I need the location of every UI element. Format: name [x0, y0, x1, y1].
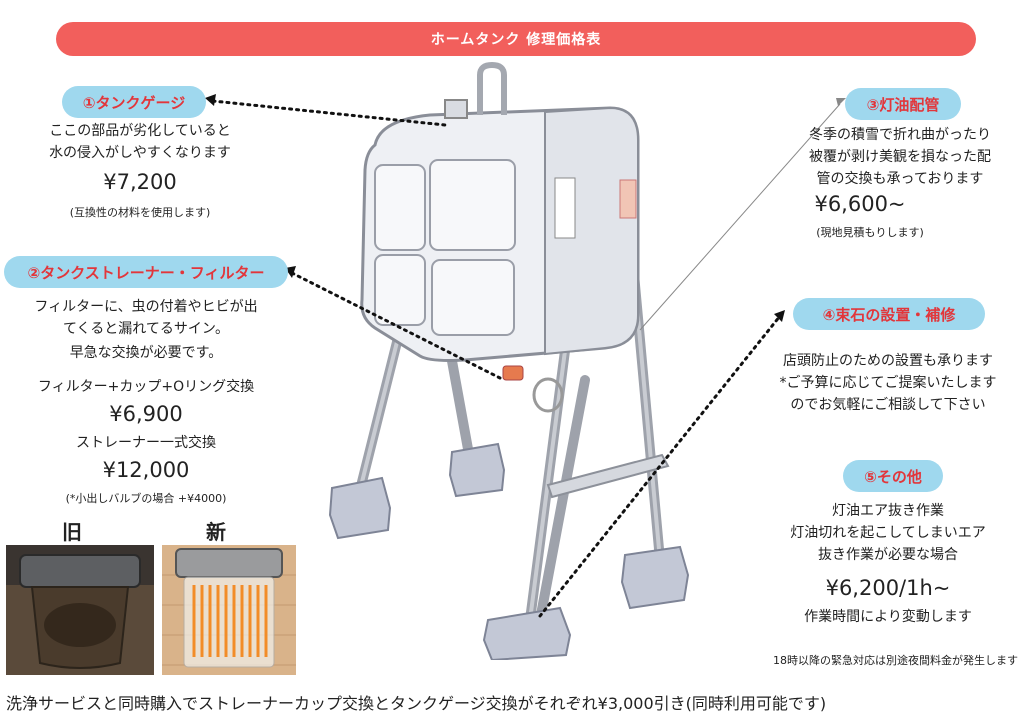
section2-price2: ¥12,000 — [102, 458, 190, 482]
section2-option1: フィルター+カップ+Oリング交換 — [37, 379, 255, 395]
old-label: 旧 — [62, 520, 82, 544]
section4-line1: 店頭防止のための設置も承ります — [783, 353, 993, 369]
section2-line1: フィルターに、虫の付着やヒビが出 — [34, 299, 258, 315]
new-filter-photo — [162, 545, 296, 675]
bottom-promo-text: 洗浄サービスと同時購入でストレーナーカップ交換とタンクゲージ交換がそれぞれ¥3,… — [6, 694, 827, 713]
section5-line1: 灯油エア抜き作業 — [832, 503, 944, 519]
kerosene-tank-illustration — [328, 61, 690, 660]
section5-price: ¥6,200/1h~ — [825, 576, 951, 600]
section4-line3: のでお気軽にご相談して下さい — [790, 397, 986, 413]
section2-option2: ストレーナー一式交換 — [76, 435, 216, 451]
section1-title: ①タンクゲージ — [62, 86, 206, 118]
section2-title: ②タンクストレーナー・フィルター — [4, 256, 288, 288]
section1-line1: ここの部品が劣化していると — [49, 123, 231, 139]
night-fee-note: 18時以降の緊急対応は別途夜間料金が発生します — [773, 654, 1018, 667]
section1-line2: 水の侵入がしやすくなります — [49, 145, 231, 161]
section2-price1: ¥6,900 — [109, 402, 183, 426]
old-filter-photo — [6, 545, 154, 675]
page-title-banner: ホームタンク 修理価格表 — [56, 22, 976, 56]
section2-line2: てくると漏れてるサイン。 — [62, 321, 230, 337]
section4-title: ④束石の設置・補修 — [793, 298, 985, 330]
section3-line1: 冬季の積雪で折れ曲がったり — [809, 127, 991, 143]
section3-price: ¥6,600~ — [814, 192, 906, 216]
section1-note: (互換性の材料を使用します) — [69, 206, 211, 219]
section2-line3: 早急な交換が必要です。 — [69, 345, 223, 361]
section5-title: ⑤その他 — [843, 460, 943, 492]
section5-note: 作業時間により変動します — [804, 609, 972, 625]
section3-note: (現地見積もりします) — [816, 226, 924, 239]
section5-line2: 灯油切れを起こしてしまいエア — [790, 525, 986, 541]
section4-line2: *ご予算に応じてご提案いたします — [779, 375, 997, 391]
section3-title: ③灯油配管 — [845, 88, 961, 120]
new-label: 新 — [206, 520, 226, 544]
section5-line3: 抜き作業が必要な場合 — [818, 547, 958, 563]
section3-line2: 被覆が剥け美観を損なった配 — [809, 149, 991, 165]
section2-note: (*小出しバルブの場合 +¥4000) — [65, 492, 227, 505]
section3-line3: 管の交換も承っております — [816, 171, 984, 187]
section1-price: ¥7,200 — [103, 170, 177, 194]
